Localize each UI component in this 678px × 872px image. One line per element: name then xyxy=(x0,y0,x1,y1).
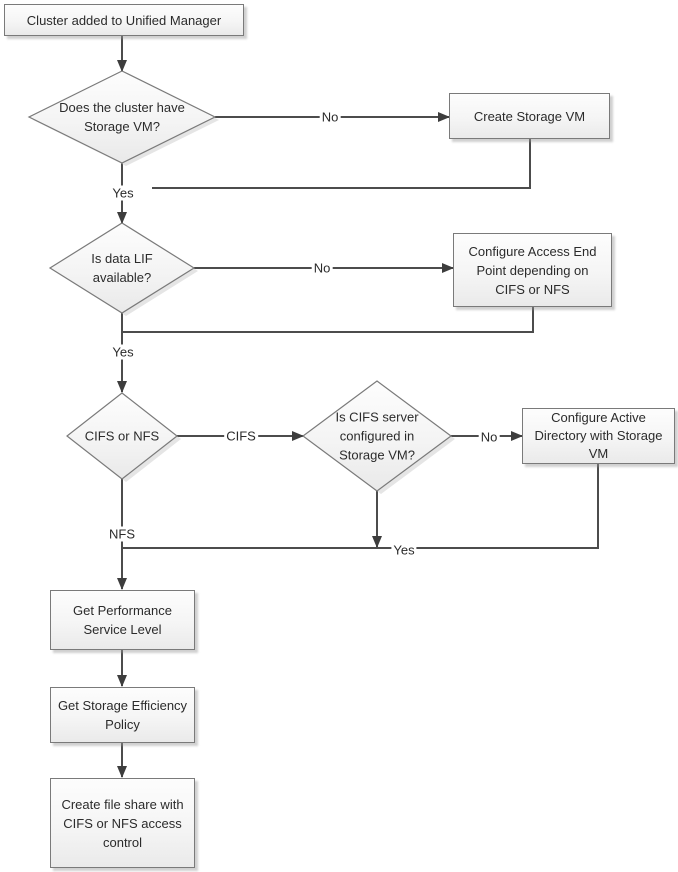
decision-has-storage-vm-shape xyxy=(27,70,219,166)
edge-create-storage-vm-return xyxy=(152,139,531,189)
node-cluster-added-to-unified-manager: Cluster added to Unified Manager xyxy=(4,4,244,36)
edge-label-no-cifs-server: No xyxy=(478,429,500,445)
decision-cifs-server-configured-shape xyxy=(301,380,455,494)
edge-label-nfs-branch: NFS xyxy=(107,526,137,542)
node-configure-active-directory: Configure Active Directory with Storage … xyxy=(522,408,675,464)
node-get-performance-service-level: Get Performance Service Level xyxy=(50,590,195,650)
edge-label-cifs-branch: CIFS xyxy=(224,428,258,444)
node-get-storage-efficiency-policy: Get Storage Efficiency Policy xyxy=(50,687,195,743)
edge-label-no-data-lif: No xyxy=(311,260,333,276)
edge-label-yes-storage-vm: Yes xyxy=(110,185,136,201)
edge-configure-active-directory-return xyxy=(123,463,599,549)
node-create-file-share: Create file share with CIFS or NFS acces… xyxy=(50,778,195,868)
edge-label-no-storage-vm: No xyxy=(319,109,341,125)
edge-label-yes-data-lif: Yes xyxy=(110,344,136,360)
decision-cifs-or-nfs-shape xyxy=(66,392,181,482)
edge-label-yes-cifs-server: Yes xyxy=(391,542,417,558)
node-create-storage-vm: Create Storage VM xyxy=(449,93,610,139)
decision-data-lif-available-shape xyxy=(48,222,198,316)
edge-configure-access-end-point-return xyxy=(123,307,534,333)
node-configure-access-end-point: Configure Access End Point depending on … xyxy=(453,233,612,307)
